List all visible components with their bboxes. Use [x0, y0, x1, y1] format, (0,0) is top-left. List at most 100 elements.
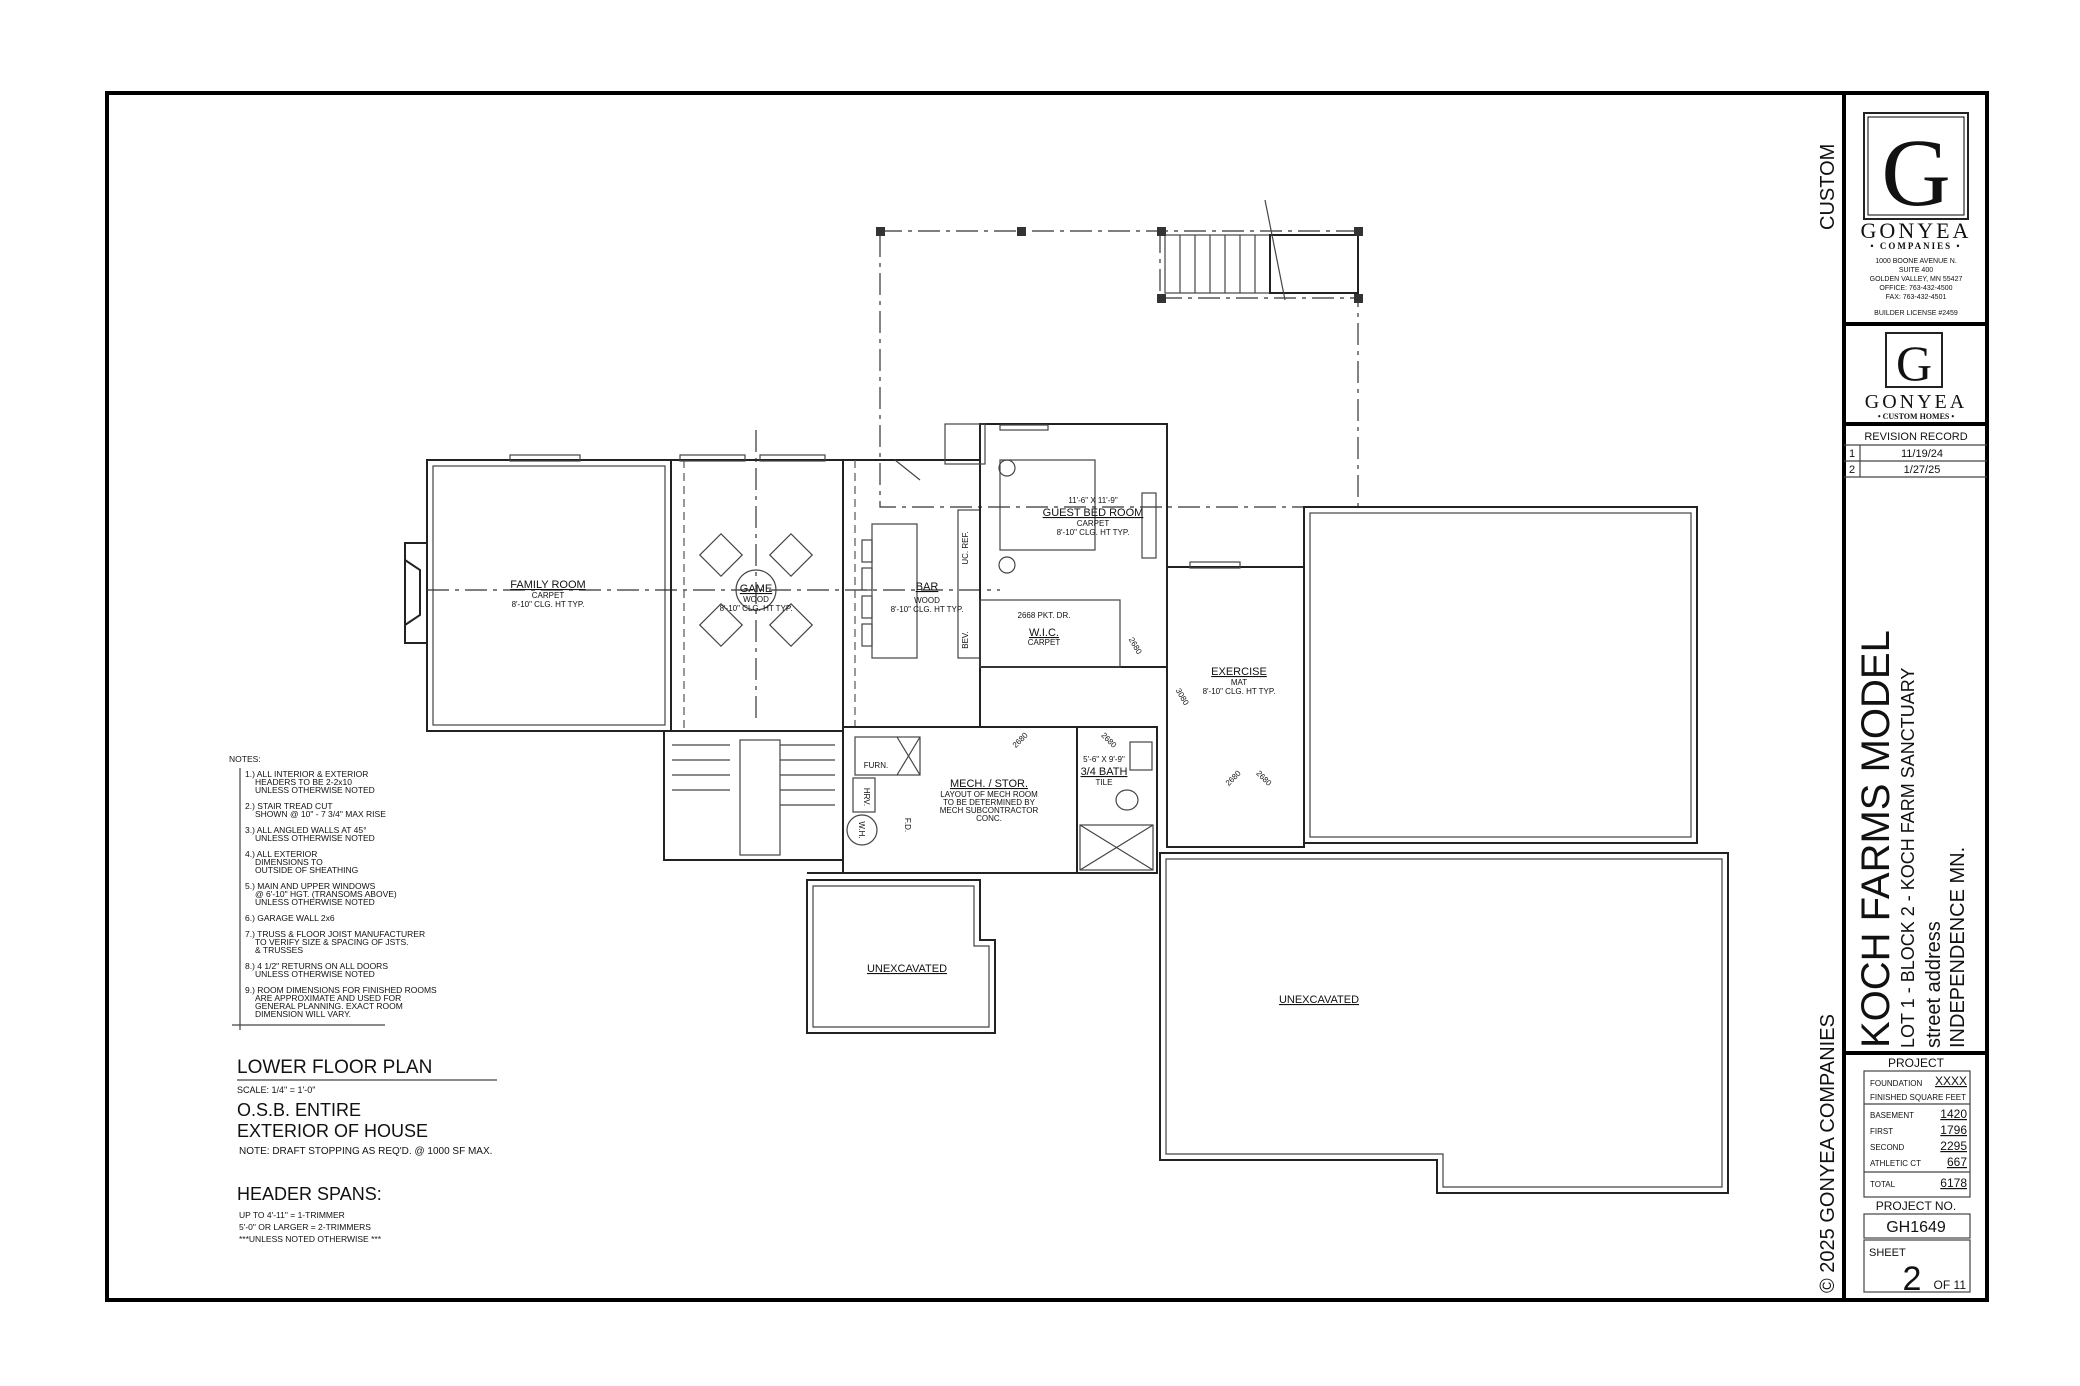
guest-bedroom-dims: 11'-6" X 11'-9" [1068, 496, 1118, 505]
wic-floor: CARPET [1028, 638, 1061, 647]
furnace-label: FURN. [864, 761, 888, 770]
hrv [852, 777, 876, 813]
sf-value: 1796 [1940, 1123, 1967, 1137]
note-item: 8.) 4 1/2" RETURNS ON ALL DOORS [245, 961, 388, 971]
revision-date: 11/19/24 [1901, 448, 1943, 460]
bed [999, 459, 1096, 551]
note-item: 6.) GARAGE WALL 2x6 [245, 913, 335, 923]
gonyea-companies-logo: G GONYEA • COMPANIES • [1861, 112, 1969, 251]
door-size: 2680 [1011, 730, 1030, 749]
room-labels: FAMILY ROOM CARPET 8'-10" CLG. HT TYP. G… [510, 496, 1359, 1006]
project-heading: PROJECT [1888, 1056, 1945, 1070]
floor-drain-label: F.D. [903, 818, 912, 832]
note-line: DIMENSION WILL VARY. [255, 1009, 351, 1019]
door-size: 2680 [1254, 769, 1273, 788]
note-item: 3.) ALL ANGLED WALLS AT 45° [245, 825, 367, 835]
fax-number: FAX: 763-432-4501 [1886, 294, 1947, 301]
mech-note: TO BE DETERMINED BY [943, 798, 1036, 807]
uc-ref-label: UC. REF. [961, 531, 970, 564]
general-notes: NOTES: 1.) ALL INTERIOR & EXTERIORHEADER… [229, 754, 437, 1030]
copyright: © 2025 GONYEA COMPANIES [1817, 1014, 1839, 1293]
note-line: GENERAL PLANNING. EXACT ROOM [255, 1001, 403, 1011]
revision-record: REVISION RECORD 1 11/19/24 2 1/27/25 [1844, 431, 1987, 478]
bath-label: 3/4 BATH [1081, 766, 1128, 778]
notes-heading: NOTES: [229, 754, 261, 764]
door-size: 2680 [1224, 768, 1243, 787]
hrv-label: HRV. [862, 788, 871, 806]
title-block: CUSTOM © 2025 GONYEA COMPANIES G GONYEA … [1817, 112, 1987, 1298]
note-line: UNLESS OTHERWISE NOTED [255, 969, 375, 979]
door-size: 3080 [1174, 687, 1191, 707]
sheet-label: SHEET [1869, 1247, 1906, 1259]
note-line: & TRUSSES [255, 945, 303, 955]
note-item: 1.) ALL INTERIOR & EXTERIOR [245, 769, 368, 779]
stair-treads [672, 739, 835, 856]
unexcavated-upper [1303, 506, 1698, 844]
plan-title: LOWER FLOOR PLAN [237, 1057, 432, 1078]
note-item: 4.) ALL EXTERIOR [245, 849, 317, 859]
osb-note-line1: O.S.B. ENTIRE [237, 1100, 361, 1120]
note-line: DIMENSIONS TO [255, 857, 323, 867]
bath-floor: TILE [1096, 778, 1113, 787]
window [509, 454, 581, 462]
address-line: SUITE 400 [1899, 267, 1933, 274]
logo-sub: • COMPANIES • [1870, 241, 1961, 251]
exercise-ceiling: 8'-10" CLG. HT TYP. [1203, 687, 1276, 696]
bar-island [871, 523, 918, 659]
game-room-label: GAME [740, 583, 772, 595]
sheet-border [105, 91, 1989, 1302]
project-table: PROJECT FOUNDATION XXXX FINISHED SQUARE … [1863, 1056, 1971, 1198]
bev-label: BEV. [961, 631, 970, 649]
note-line: UNLESS OTHERWISE NOTED [255, 897, 375, 907]
revision-date: 1/27/25 [1904, 464, 1941, 476]
logo-sub: • CUSTOM HOMES • [1878, 412, 1955, 421]
note-line: SHOWN @ 10" - 7 3/4" MAX RISE [255, 809, 386, 819]
unexcavated-small [806, 879, 996, 1034]
wic-label: W.I.C. [1029, 627, 1059, 639]
osb-note-line2: EXTERIOR OF HOUSE [237, 1121, 428, 1141]
bar-ceiling: 8'-10" CLG. HT TYP. [891, 605, 964, 614]
guest-bedroom-floor: CARPET [1077, 519, 1110, 528]
lot-block: LOT 1 - BLOCK 2 - KOCH FARM SANCTUARY [1898, 668, 1918, 1048]
stair-area [663, 730, 844, 861]
sf-label: FIRST [1870, 1127, 1893, 1136]
water-heater [846, 814, 878, 846]
toilet [1115, 789, 1139, 811]
project-no-label: PROJECT NO. [1876, 1199, 1956, 1213]
gonyea-custom-homes-logo: G GONYEA • CUSTOM HOMES • [1865, 332, 1967, 421]
sink [1129, 741, 1153, 771]
custom-label: CUSTOM [1817, 144, 1839, 230]
note-line: @ 6'-10" HGT. (TRANSOMS ABOVE) [255, 889, 397, 899]
exercise-walls [1166, 566, 1305, 848]
header-span-rule: 5'-0" OR LARGER = 2-TRIMMERS [239, 1222, 371, 1232]
game-room-floor: WOOD [743, 595, 769, 604]
project-number: GH1649 [1886, 1219, 1946, 1236]
header-span-rule: UP TO 4'-11" = 1-TRIMMER [239, 1210, 345, 1220]
plan-title-block: LOWER FLOOR PLAN SCALE: 1/4" = 1'-0" O.S… [237, 1057, 497, 1244]
shower [1079, 824, 1154, 871]
street-address: street address [1923, 921, 1945, 1048]
total-label: TOTAL [1870, 1180, 1896, 1189]
note-line: ARE APPROXIMATE AND USED FOR [255, 993, 401, 1003]
address-line: 1000 BOONE AVENUE N. [1875, 258, 1957, 265]
finished-sf-label: FINISHED SQUARE FEET [1870, 1093, 1966, 1102]
family-room-label: FAMILY ROOM [510, 579, 585, 591]
note-item: 2.) STAIR TREAD CUT [245, 801, 333, 811]
unexcavated-lower [1159, 852, 1729, 1194]
builder-license: BUILDER LICENSE #2459 [1874, 310, 1958, 317]
exercise-floor: MAT [1231, 678, 1247, 687]
header-span-rule: ***UNLESS NOTED OTHERWISE *** [239, 1234, 382, 1244]
city: INDEPENDENCE MN. [1947, 847, 1969, 1048]
foundation-value: XXXX [1935, 1074, 1967, 1088]
address-line: GOLDEN VALLEY, MN 55427 [1870, 276, 1963, 283]
logo-name: GONYEA [1865, 391, 1967, 413]
mech-label: MECH. / STOR. [950, 778, 1028, 790]
bar-walls [842, 459, 981, 728]
logo-letter: G [1896, 335, 1932, 391]
family-room-ceiling: 8'-10" CLG. HT TYP. [512, 600, 585, 609]
sf-value: 2295 [1940, 1139, 1967, 1153]
floor-plan [404, 199, 1729, 1194]
sheet-number: 2 [1903, 1260, 1922, 1298]
game-room-ceiling: 8'-10" CLG. HT TYP. [720, 604, 793, 613]
